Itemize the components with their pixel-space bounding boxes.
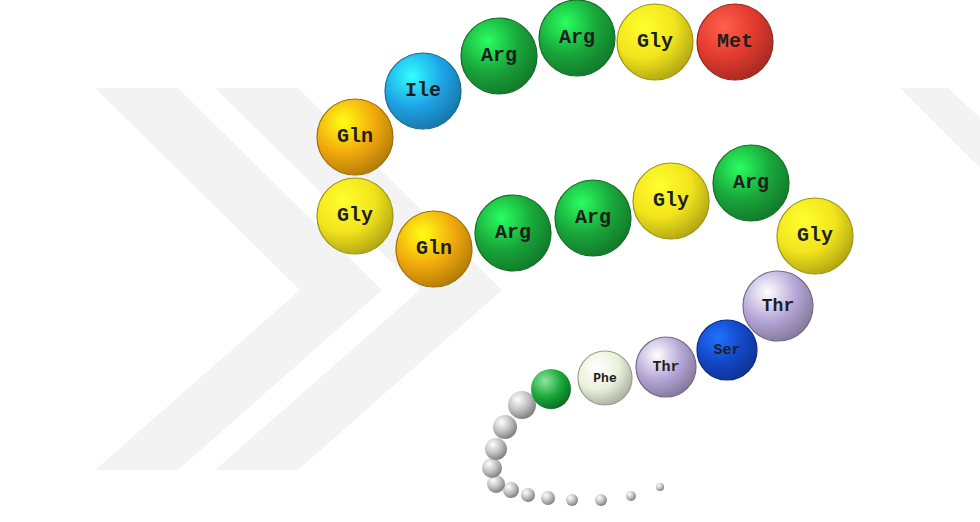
- amino-acid-bead: Arg: [554, 179, 632, 257]
- amino-acid-label: Thr: [762, 297, 794, 315]
- grey-bead: [482, 458, 502, 478]
- grey-bead: [656, 483, 664, 491]
- watermark-chevron: [215, 88, 502, 470]
- amino-acid-bead: Arg: [460, 17, 538, 95]
- bead-circle: [555, 180, 631, 256]
- amino-acid-label: Gly: [637, 32, 673, 52]
- watermark-chevrons: [95, 88, 980, 470]
- trailing-beads: [482, 369, 664, 506]
- amino-acid-label: Gln: [337, 127, 373, 147]
- amino-acid-label: Arg: [575, 208, 611, 228]
- amino-acid-label: Met: [717, 32, 753, 52]
- amino-acid-label: Thr: [652, 360, 679, 375]
- grey-bead: [566, 494, 578, 506]
- bead-circle: [636, 337, 696, 397]
- amino-acid-bead: Thr: [742, 270, 814, 342]
- bead-circle: [743, 271, 813, 341]
- amino-acid-bead: Ile: [384, 52, 462, 130]
- grey-bead: [521, 488, 535, 502]
- amino-acid-label: Ile: [405, 81, 441, 101]
- grey-bead: [541, 491, 555, 505]
- amino-acid-label: Gly: [337, 206, 373, 226]
- amino-acid-bead: Met: [696, 3, 774, 81]
- amino-acid-bead: Gly: [776, 197, 854, 275]
- amino-acid-bead: Gln: [395, 210, 473, 288]
- amino-acid-bead: Gly: [616, 3, 694, 81]
- grey-bead: [503, 482, 519, 498]
- bead-circle: [475, 195, 551, 271]
- amino-acid-label: Phe: [593, 372, 616, 385]
- bead-circle: [317, 99, 393, 175]
- amino-acid-bead: Phe: [577, 350, 633, 406]
- bead-circle: [617, 4, 693, 80]
- amino-acid-bead: Ser: [696, 319, 758, 381]
- bead-circle: [713, 145, 789, 221]
- bead-circle: [777, 198, 853, 274]
- amino-acid-bead: Arg: [538, 0, 616, 77]
- bead-circle: [461, 18, 537, 94]
- amino-acid-bead: Gly: [632, 162, 710, 240]
- amino-acid-label: Gly: [797, 226, 833, 246]
- bead-circle: [697, 4, 773, 80]
- amino-acid-bead: Gln: [316, 98, 394, 176]
- amino-acid-label: Gln: [416, 239, 452, 259]
- grey-bead: [626, 491, 636, 501]
- watermark-chevron: [900, 88, 980, 168]
- green-bead: [531, 369, 571, 409]
- bead-circle: [578, 351, 632, 405]
- bead-circle: [385, 53, 461, 129]
- amino-acid-label: Arg: [559, 28, 595, 48]
- amino-acid-bead: Gly: [316, 177, 394, 255]
- amino-acid-label: Arg: [481, 46, 517, 66]
- bead-circle: [539, 0, 615, 76]
- grey-bead: [595, 494, 607, 506]
- amino-acid-label: Gly: [653, 191, 689, 211]
- amino-acid-label: Arg: [733, 173, 769, 193]
- grey-bead: [493, 415, 517, 439]
- amino-acid-label: Arg: [495, 223, 531, 243]
- amino-acid-bead: Thr: [635, 336, 697, 398]
- grey-bead: [508, 391, 536, 419]
- amino-acid-bead: Arg: [712, 144, 790, 222]
- bead-circle: [697, 320, 757, 380]
- amino-acid-label: Ser: [713, 343, 740, 358]
- amino-acid-bead: Arg: [474, 194, 552, 272]
- bead-circle: [396, 211, 472, 287]
- grey-bead: [485, 438, 507, 460]
- bead-circle: [633, 163, 709, 239]
- bead-circle: [317, 178, 393, 254]
